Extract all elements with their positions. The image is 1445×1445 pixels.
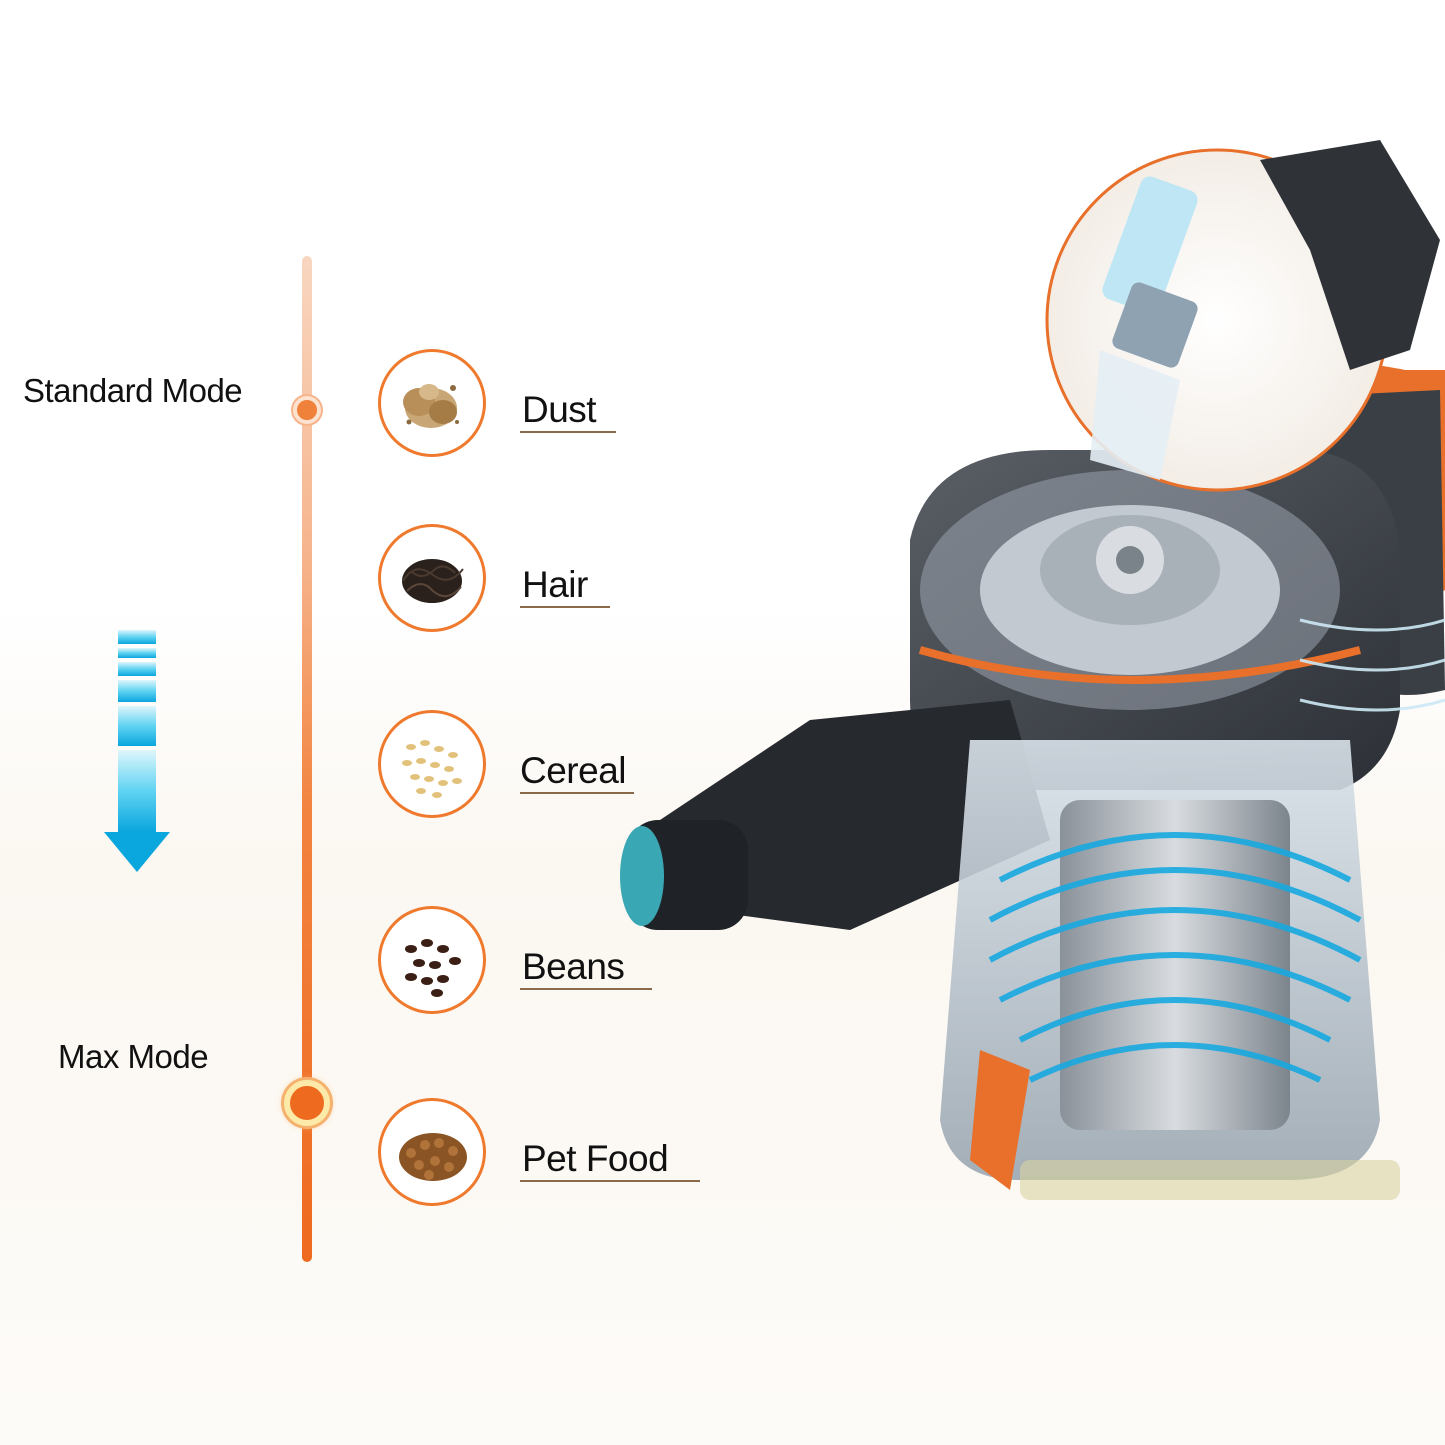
standard-mode-label: Standard Mode <box>23 372 243 409</box>
dust-icon <box>378 349 486 457</box>
handheld-vacuum-illustration <box>620 140 1445 1200</box>
divider <box>520 431 616 433</box>
pet-food-icon <box>378 1098 486 1206</box>
hair-icon <box>378 524 486 632</box>
list-item-beans: Beans <box>376 906 706 1018</box>
item-label: Hair <box>522 564 588 605</box>
item-label: Beans <box>522 946 625 987</box>
suction-timeline <box>302 256 312 1262</box>
divider <box>520 792 634 794</box>
standard-mode-marker <box>293 396 321 424</box>
list-item-pet-food: Pet Food <box>376 1098 706 1210</box>
divider <box>520 1180 700 1182</box>
item-label: Pet Food <box>522 1138 669 1179</box>
list-item-dust: Dust <box>376 349 706 461</box>
max-mode-label: Max Mode <box>58 1038 209 1075</box>
max-mode-marker <box>284 1080 330 1126</box>
divider <box>520 988 652 990</box>
item-label: Dust <box>522 389 597 430</box>
item-label: Cereal <box>520 750 627 791</box>
list-item-cereal: Cereal <box>376 710 706 822</box>
list-item-hair: Hair <box>376 524 706 636</box>
cereal-icon <box>378 710 486 818</box>
divider <box>520 606 610 608</box>
down-arrow-icon <box>104 630 170 872</box>
beans-icon <box>378 906 486 1014</box>
